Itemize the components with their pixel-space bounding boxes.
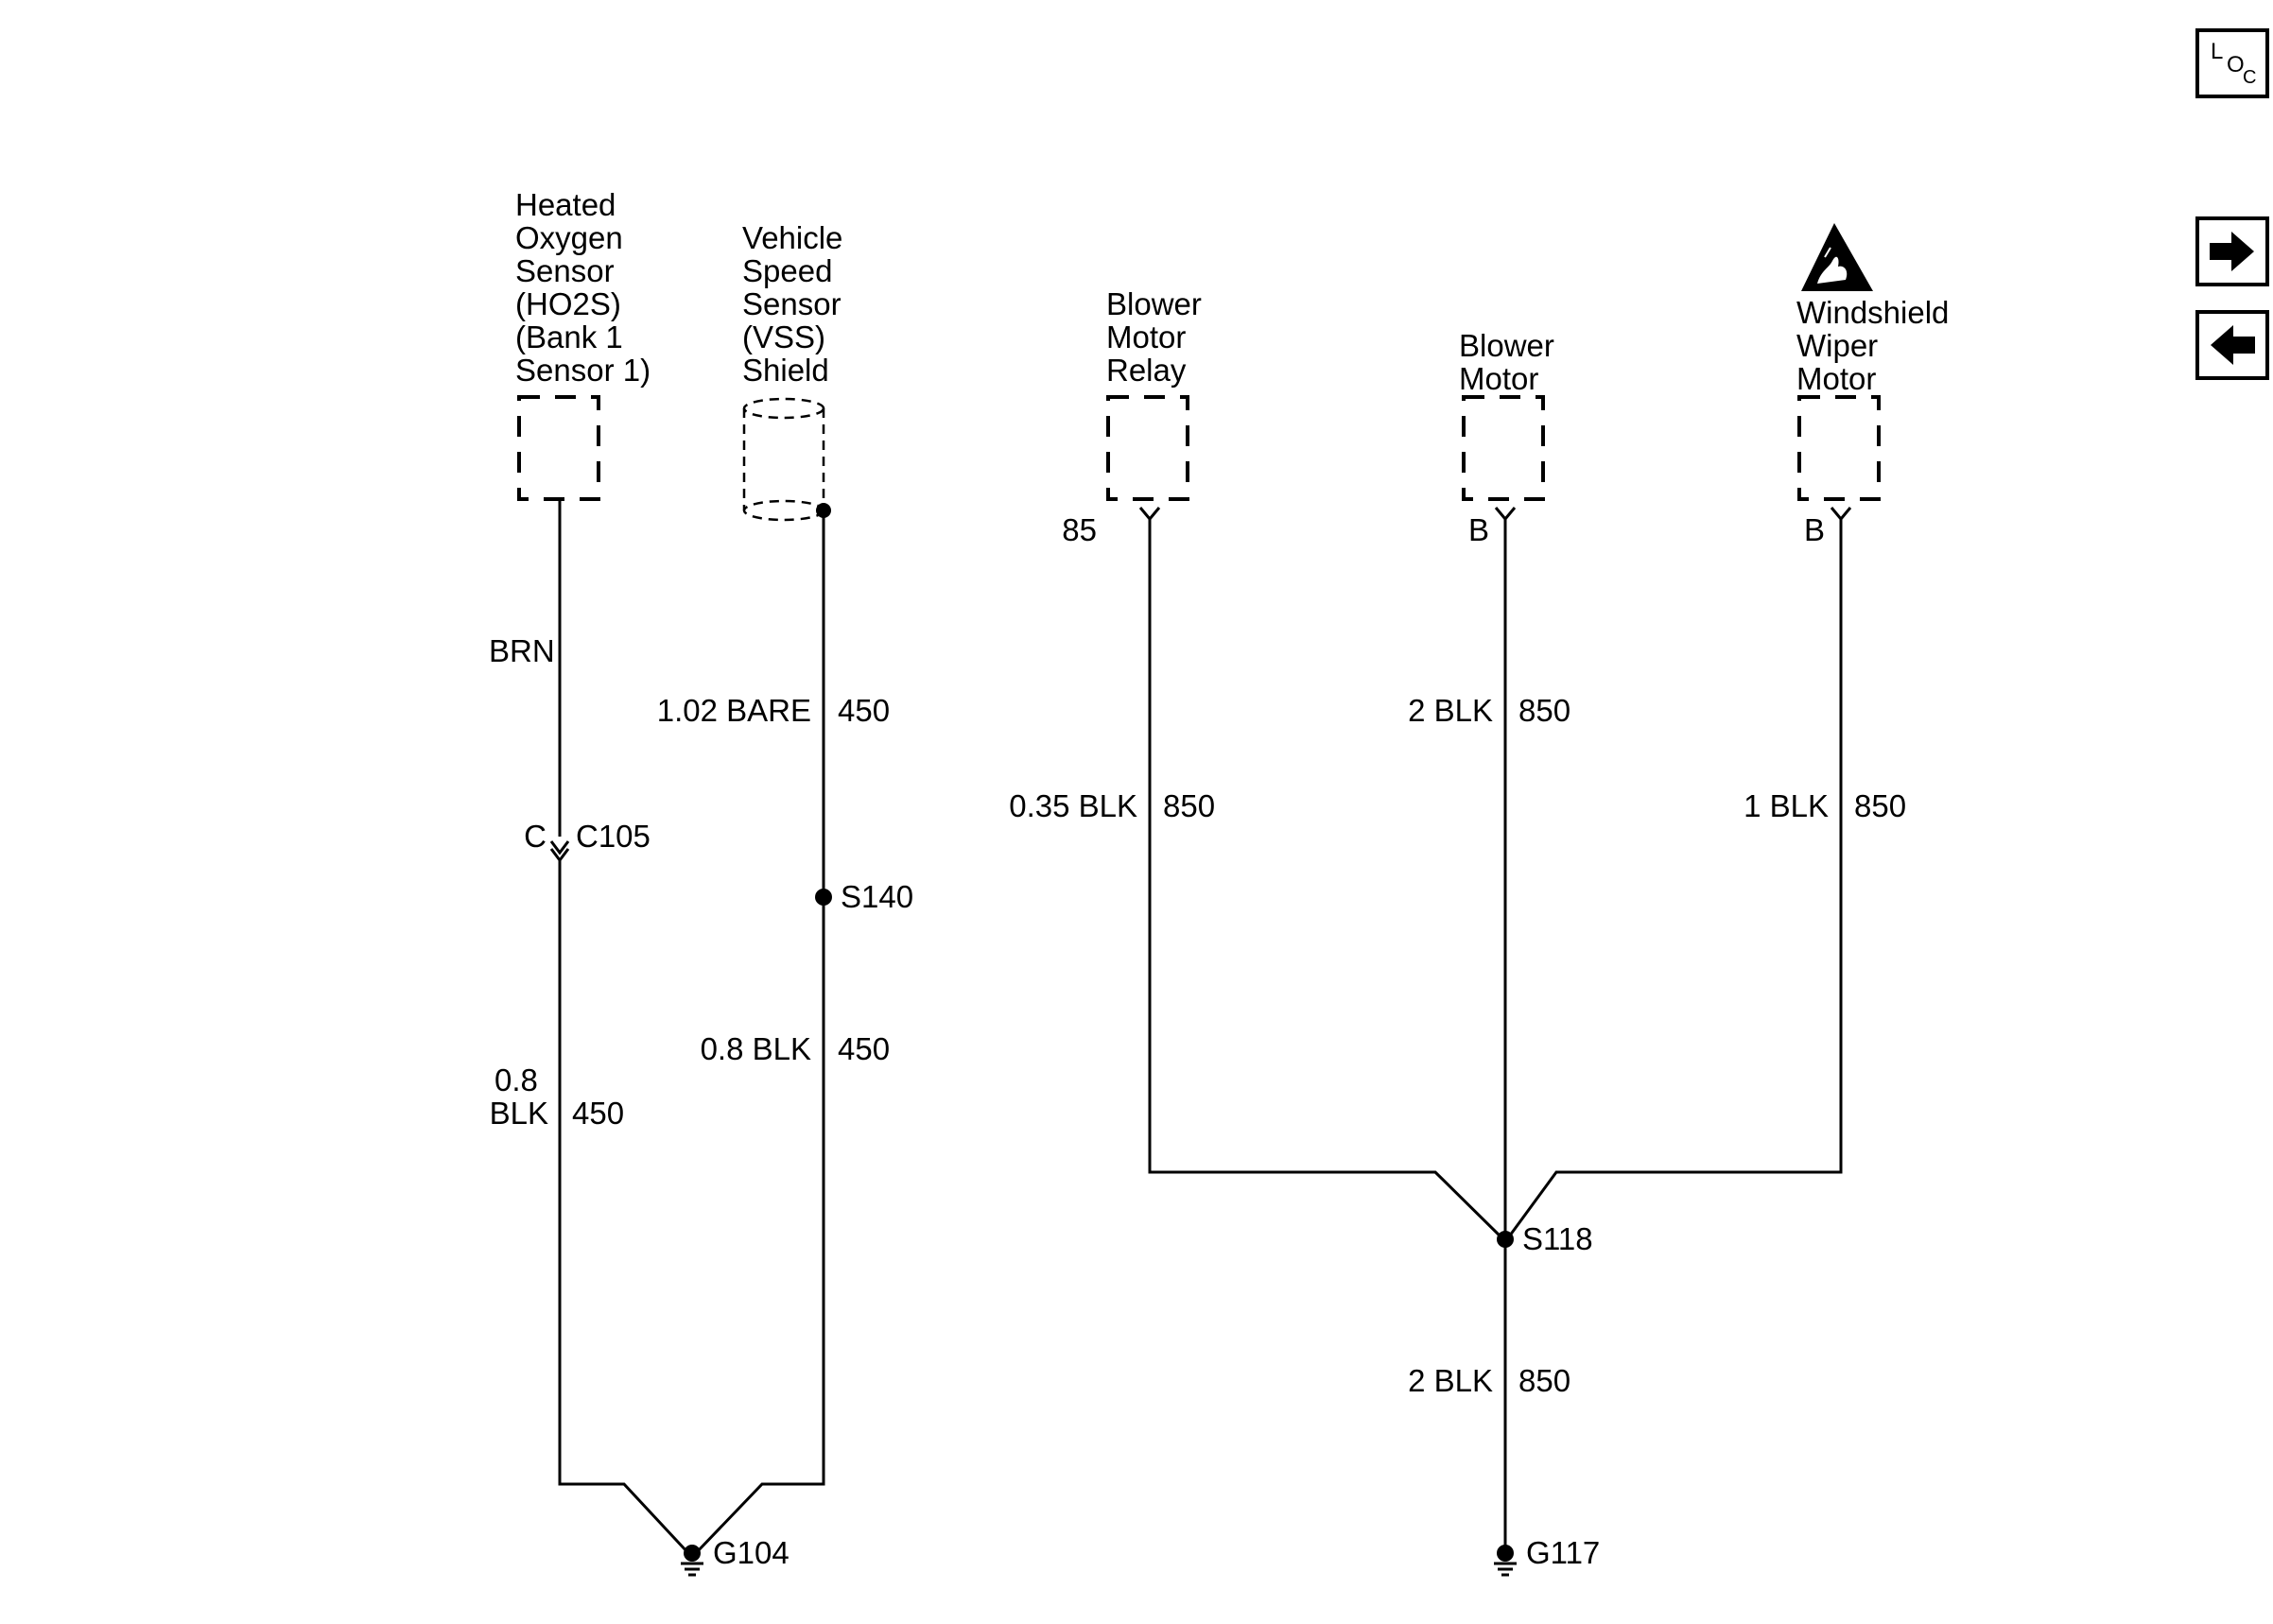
loc-letter-o: O [2227,52,2245,78]
ground-feed-wire-label: 2 BLK [1408,1363,1493,1398]
splice-s140-label: S140 [841,879,913,914]
forward-button[interactable] [2195,216,2269,286]
blower-wire-circuit: 850 [1518,693,1570,728]
ho2s-component-box [517,395,600,501]
terminal-marker [1138,507,1852,522]
arrow-right-icon [2210,232,2254,271]
blower-motor-pin: B [1468,512,1489,547]
back-button[interactable] [2195,310,2269,380]
blower-relay-pin: 85 [1062,512,1097,547]
loc-letter-l: L [2211,39,2223,64]
ho2s-label-line: Oxygen [515,220,623,255]
vss-lower-wire-label: 0.8 BLK [701,1031,811,1066]
wiper-motor-label-line: Wiper [1796,328,1878,363]
splice-s118-dot [1497,1231,1514,1248]
ho2s-lower-wire-color: BLK [490,1096,548,1131]
vss-label-line: Speed [742,253,832,288]
wiper-motor-pin: B [1804,512,1825,547]
relay-wire-circuit: 850 [1163,788,1215,823]
wiper-motor-label-line: Windshield [1796,295,1949,330]
splice-s140-dot [815,889,832,906]
ground-850-wires [1148,519,1843,1553]
vss-lower-wire-circuit: 450 [838,1031,890,1066]
ho2s-label-line: (HO2S) [515,286,621,321]
ho2s-label-line: Sensor 1) [515,353,651,388]
blower-relay-component-box [1106,395,1189,501]
wiper-motor-label: Windshield Wiper Motor [1796,295,1958,396]
relay-wire-label: 0.35 BLK [1009,788,1137,823]
vss-label-line: Shield [742,353,829,388]
vss-upper-wire-circuit: 450 [838,693,890,728]
component-locator-button[interactable]: L O C [2195,28,2269,98]
blower-motor-label-line: Blower [1459,328,1554,363]
blower-motor-component-box [1462,395,1545,501]
blower-relay-label-line: Relay [1106,353,1187,388]
vss-shield-symbol [742,397,825,522]
vss-label-line: Sensor [742,286,842,321]
blower-motor-label-line: Motor [1459,361,1538,396]
connector-c105-pin: C [524,819,547,854]
blower-relay-label-line: Motor [1106,320,1186,354]
vss-shield-wire [694,503,832,1555]
esd-warning-icon [1801,223,1873,291]
ho2s-lower-wire-circuit: 450 [572,1096,624,1131]
blower-wire-label: 2 BLK [1408,693,1493,728]
ho2s-label: Heated Oxygen Sensor (HO2S) (Bank 1 Sens… [515,187,651,388]
ground-feed-wire-circuit: 850 [1518,1363,1570,1398]
blower-relay-label: Blower Motor Relay [1106,286,1210,388]
blower-relay-label-line: Blower [1106,286,1202,321]
connector-c105-label: C105 [576,819,651,854]
ho2s-label-line: Heated [515,187,616,222]
arrow-left-icon [2211,325,2255,365]
ho2s-label-line: Sensor [515,253,615,288]
wiper-motor-component-box [1797,395,1881,501]
ho2s-upper-wire-color: BRN [489,633,555,668]
vss-label-line: Vehicle [742,220,842,255]
wiper-wire-circuit: 850 [1854,788,1906,823]
blower-motor-label: Blower Motor [1459,328,1563,396]
wiper-wire-label: 1 BLK [1744,788,1829,823]
ho2s-lower-wire-size: 0.8 [495,1063,538,1097]
ground-g104-label: G104 [713,1535,789,1570]
vss-label-line: (VSS) [742,320,825,354]
loc-letter-c: C [2243,67,2256,88]
ground-g117-label: G117 [1526,1535,1600,1570]
ho2s-wire [549,499,690,1555]
ground-g117-symbol [1494,1545,1517,1577]
splice-s118-label: S118 [1522,1221,1593,1256]
vss-label: Vehicle Speed Sensor (VSS) Shield [742,220,852,388]
ground-g104-symbol [681,1545,703,1577]
vss-upper-wire-label: 1.02 BARE [657,693,811,728]
wiper-motor-label-line: Motor [1796,361,1876,396]
ho2s-label-line: (Bank 1 [515,320,623,354]
